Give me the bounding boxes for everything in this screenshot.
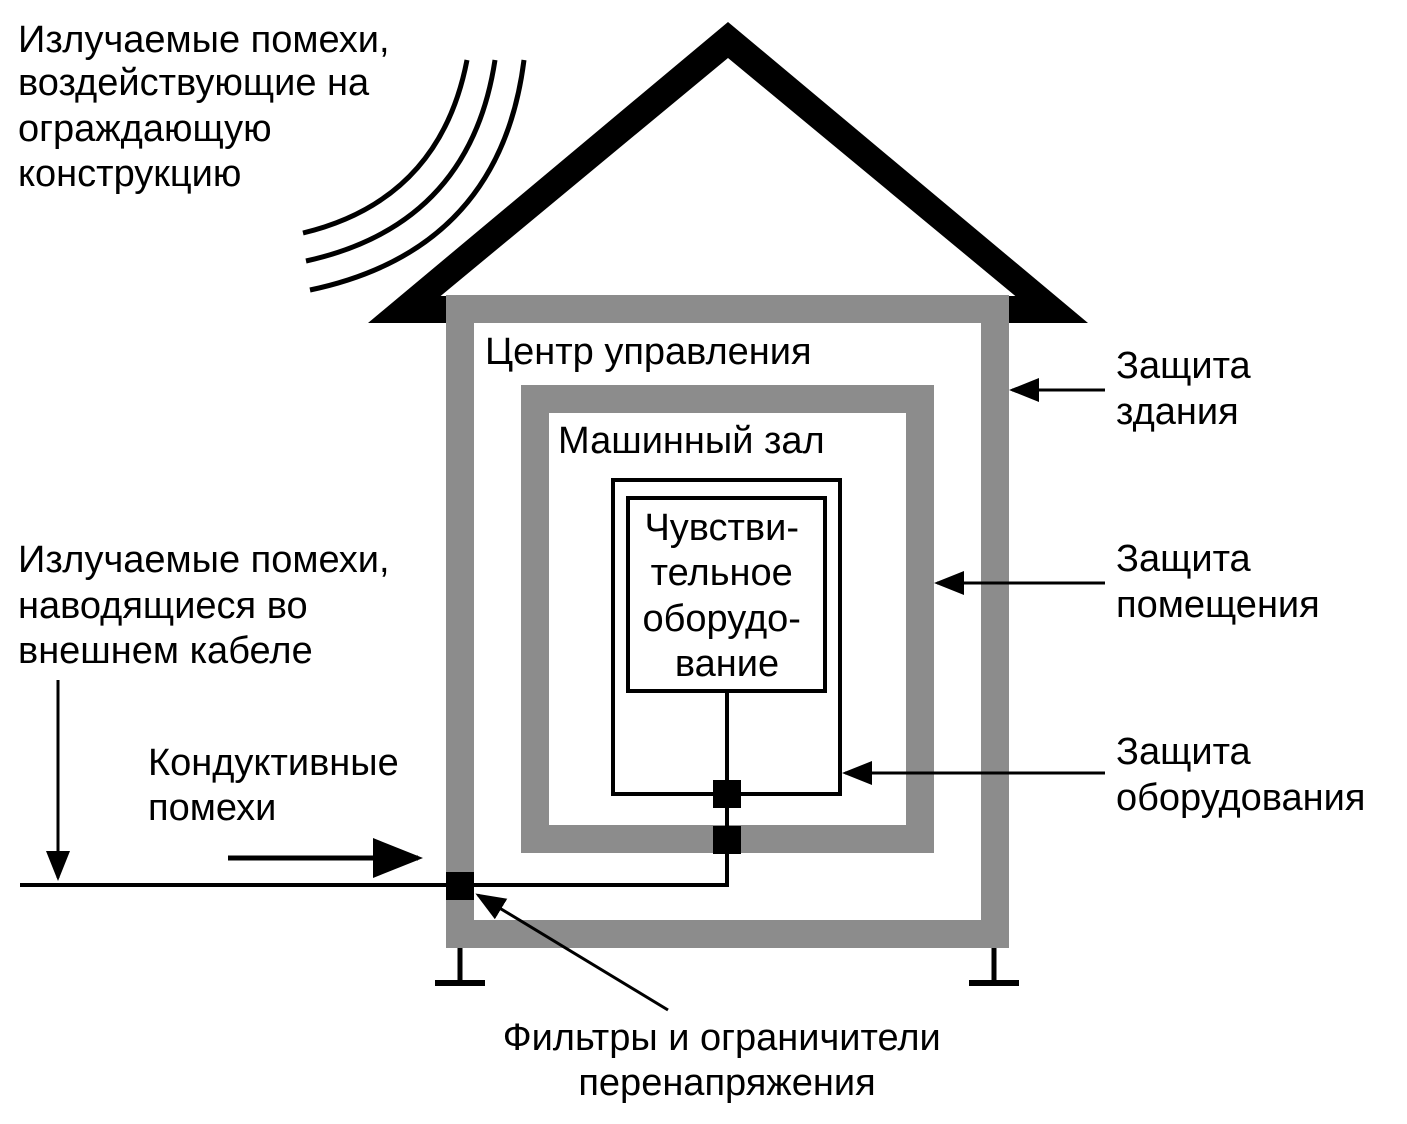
label-line: перенапряжения (578, 1062, 875, 1104)
label-building-protection: Защита здания (1116, 345, 1261, 433)
label-line: оборудо- (642, 598, 800, 640)
radiated-wave-arc-1 (302, 59, 470, 236)
radiated-wave-arc-3 (309, 59, 527, 293)
label-line: ограждающую (18, 108, 272, 150)
arrow-filters (475, 893, 669, 1012)
label-filters: Фильтры и ограничители перенапряжения (503, 1017, 952, 1104)
label-equipment-protection: Защита оборудования (1116, 731, 1365, 819)
label-line: Фильтры и ограничители (503, 1017, 941, 1059)
filter-block-room (713, 826, 741, 854)
label-line: наводящиеся во (18, 585, 308, 627)
label-line: помехи (148, 787, 276, 829)
roof-eave-left (408, 296, 448, 323)
radiated-wave-arc-2 (305, 59, 498, 264)
label-machine-room: Машинный зал (558, 420, 825, 462)
filter-block-equipment (713, 780, 741, 808)
label-line: воздействующие на (18, 62, 370, 104)
label-line: конструкцию (18, 153, 241, 195)
label-line: Защита (1116, 538, 1252, 580)
label-line: вание (675, 643, 779, 685)
label-line: оборудования (1116, 777, 1365, 819)
label-line: Излучаемые помехи, (18, 19, 390, 61)
label-line: здания (1116, 391, 1239, 433)
label-line: помещения (1116, 584, 1320, 626)
roof (368, 22, 1088, 323)
label-line: внешнем кабеле (18, 630, 313, 672)
label-conducted: Кондуктивные помехи (148, 742, 409, 829)
label-control-center: Центр управления (485, 331, 812, 373)
label-line: Защита (1116, 731, 1252, 773)
label-line: Кондуктивные (148, 742, 399, 784)
label-line: Чувстви- (644, 507, 799, 549)
filter-block-building (446, 872, 474, 900)
label-line: Излучаемые помехи, (18, 539, 390, 581)
roof-eave-right (1008, 296, 1048, 323)
building-shield (446, 295, 1009, 948)
label-sensitive-equipment: Чувстви- тельное оборудо- вание (642, 507, 811, 685)
label-room-protection: Защита помещения (1116, 538, 1320, 626)
label-radiated-structure: Излучаемые помехи, воздействующие на огр… (18, 19, 400, 195)
label-line: тельное (651, 552, 793, 594)
label-radiated-cable: Излучаемые помехи, наводящиеся во внешне… (18, 539, 400, 672)
label-line: Защита (1116, 345, 1252, 387)
